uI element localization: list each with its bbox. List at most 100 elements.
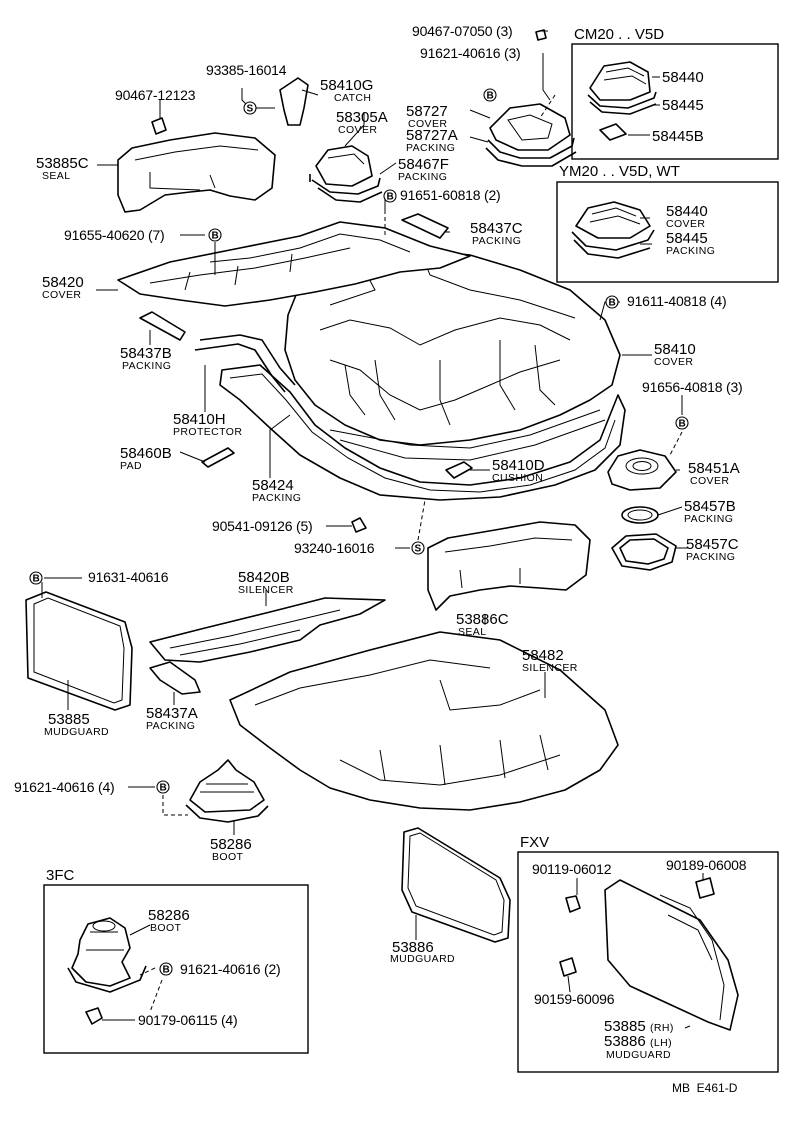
label-58467f: 58467F bbox=[398, 156, 449, 173]
label-58451a: 58451A bbox=[688, 460, 740, 477]
label-91611-40818: 91611-40818 (4) bbox=[627, 293, 727, 309]
label-silencer-58482: SILENCER bbox=[522, 662, 578, 674]
symbol-s-2: S bbox=[415, 544, 422, 555]
label-53885c: 53885C bbox=[36, 155, 89, 172]
label-58457c: 58457C bbox=[686, 536, 739, 553]
seal-53886c bbox=[427, 521, 591, 611]
label-packing-58467f: PACKING bbox=[398, 171, 447, 183]
label-58440-cm: 58440 bbox=[662, 69, 704, 86]
label-91621-40616-2: 91621-40616 (2) bbox=[180, 961, 281, 977]
label-93240-16016: 93240-16016 bbox=[294, 540, 375, 556]
label-58460b: 58460B bbox=[120, 445, 172, 462]
3fc-box-title: 3FC bbox=[46, 867, 75, 884]
label-53886: 53886 bbox=[392, 939, 434, 956]
label-mudguard-fxv: MUDGUARD bbox=[606, 1049, 671, 1061]
label-91656-40818: 91656-40818 (3) bbox=[642, 379, 743, 395]
symbol-markers: B S B B B B S B B B bbox=[29, 88, 689, 976]
label-58437a: 58437A bbox=[146, 705, 198, 722]
label-58410: 58410 bbox=[654, 341, 696, 358]
packing-58424 bbox=[219, 364, 626, 501]
symbol-b-8: B bbox=[163, 965, 170, 976]
label-90467-07050: 90467-07050 (3) bbox=[412, 23, 513, 39]
symbol-b-5: B bbox=[679, 419, 686, 430]
label-58305a: 58305A bbox=[336, 109, 388, 126]
label-rh: (RH) bbox=[650, 1022, 674, 1034]
packing-58437a bbox=[149, 661, 201, 695]
label-catch: CATCH bbox=[334, 92, 371, 104]
packing-58457b bbox=[621, 506, 659, 524]
packing-58457b-inner bbox=[627, 509, 653, 521]
label-silencer-58420b: SILENCER bbox=[238, 584, 294, 596]
catch-58410g bbox=[279, 77, 309, 126]
part-labels: 90467-07050 (3) 91621-40616 (3) 58440 58… bbox=[14, 23, 747, 1061]
label-53885: 53885 bbox=[48, 711, 90, 728]
label-58437c: 58437C bbox=[470, 220, 523, 237]
label-58457b: 58457B bbox=[684, 498, 736, 515]
label-mudguard-53886: MUDGUARD bbox=[390, 953, 455, 965]
symbol-b-3: B bbox=[212, 231, 219, 242]
label-58445-cm: 58445 bbox=[662, 97, 704, 114]
label-packing-58437a: PACKING bbox=[146, 720, 195, 732]
label-90541-09126: 90541-09126 (5) bbox=[212, 518, 313, 534]
label-boot-58286: BOOT bbox=[212, 851, 244, 863]
label-packing-58727a: PACKING bbox=[406, 142, 455, 154]
label-58420b: 58420B bbox=[238, 569, 290, 586]
label-packing-58437b: PACKING bbox=[122, 360, 171, 372]
cover-58305a-packing-58467f bbox=[309, 145, 383, 203]
fxv-box-title: FXV bbox=[520, 834, 549, 851]
label-pad: PAD bbox=[120, 460, 142, 472]
symbol-s-1: S bbox=[247, 104, 254, 115]
label-91621-40616-3: 91621-40616 (3) bbox=[420, 45, 521, 61]
label-cover-58440-ym: COVER bbox=[666, 218, 705, 230]
packing-58437b bbox=[139, 311, 186, 341]
label-91621-40616-4: 91621-40616 (4) bbox=[14, 779, 115, 795]
symbol-b-7: B bbox=[160, 783, 167, 794]
pad-58460b bbox=[201, 447, 235, 468]
front-cover-58420 bbox=[117, 221, 471, 307]
label-58424: 58424 bbox=[252, 477, 294, 494]
mudguard-53886 bbox=[401, 827, 511, 943]
label-58440-ym: 58440 bbox=[666, 203, 708, 220]
label-seal-53885c: SEAL bbox=[42, 170, 70, 182]
leader-lines bbox=[41, 30, 704, 1029]
label-packing-58457b: PACKING bbox=[684, 513, 733, 525]
silencer-58482 bbox=[229, 631, 619, 811]
label-93385-16014: 93385-16014 bbox=[206, 62, 287, 78]
label-91631-40616: 91631-40616 bbox=[88, 569, 169, 585]
label-cover-58305a: COVER bbox=[338, 124, 377, 136]
label-53886c: 53886C bbox=[456, 611, 509, 628]
label-lh: (LH) bbox=[650, 1037, 672, 1049]
label-58445-ym: 58445 bbox=[666, 230, 708, 247]
mudguard-53885 bbox=[25, 591, 133, 711]
label-58410h: 58410H bbox=[173, 411, 226, 428]
label-91655-40620: 91655-40620 (7) bbox=[64, 227, 165, 243]
label-58727a: 58727A bbox=[406, 127, 458, 144]
label-53886-lh: 53886 bbox=[604, 1033, 646, 1050]
ym20-option-box bbox=[556, 181, 779, 283]
fxv-option-box bbox=[517, 851, 779, 1073]
label-mudguard-53885: MUDGUARD bbox=[44, 726, 109, 738]
seal-53885c bbox=[117, 132, 276, 213]
label-58437b: 58437B bbox=[120, 345, 172, 362]
label-58420: 58420 bbox=[42, 274, 84, 291]
label-packing-58445-ym: PACKING bbox=[666, 245, 715, 257]
protector-58410h-outline bbox=[194, 343, 286, 393]
symbol-b-2: B bbox=[387, 192, 394, 203]
label-cushion: CUSHION bbox=[492, 472, 543, 484]
label-cover-58420: COVER bbox=[42, 289, 81, 301]
packing-58437c bbox=[401, 213, 449, 239]
label-91651-60818: 91651-60818 (2) bbox=[400, 187, 501, 203]
packing-58457c bbox=[611, 533, 677, 571]
cm20-box-title: CM20 . . V5D bbox=[574, 26, 664, 43]
symbol-b-4: B bbox=[609, 298, 616, 309]
bolt-90467-12123 bbox=[151, 117, 167, 135]
label-packing-58424: PACKING bbox=[252, 492, 301, 504]
boot-58286 bbox=[185, 759, 269, 823]
floor-cover-58410 bbox=[284, 249, 621, 461]
label-58286: 58286 bbox=[210, 836, 252, 853]
label-90119-06012: 90119-06012 bbox=[532, 861, 612, 877]
label-58410g: 58410G bbox=[320, 77, 373, 94]
label-protector: PROTECTOR bbox=[173, 426, 242, 438]
